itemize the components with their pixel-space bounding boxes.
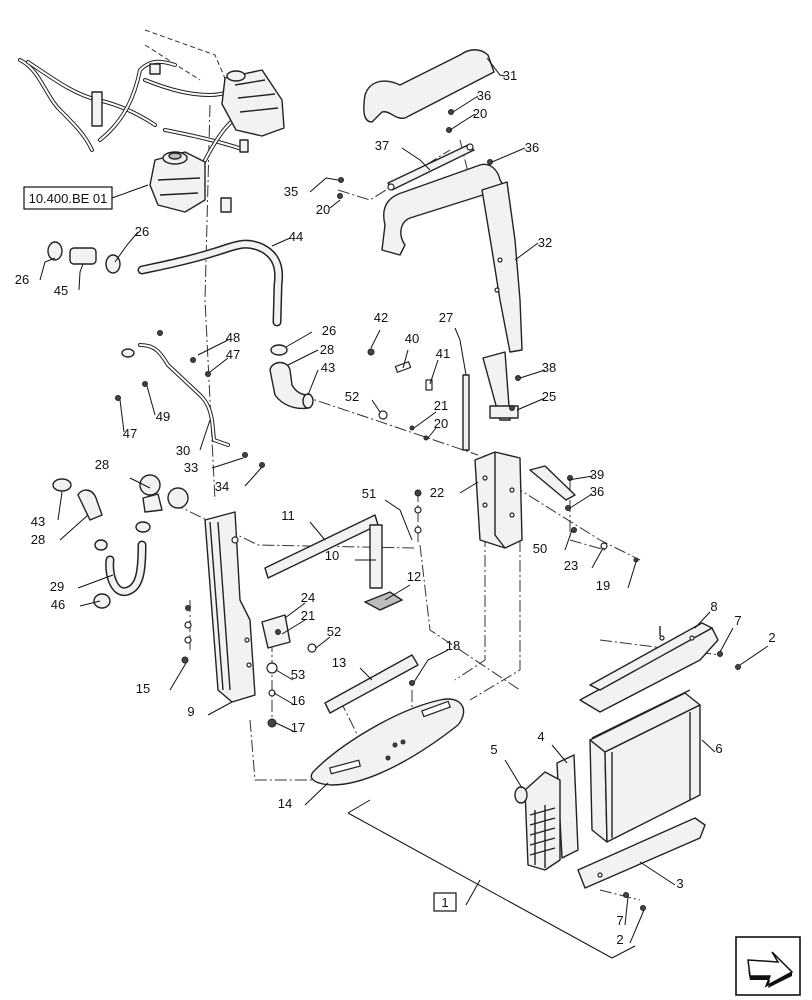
callout-c7b: 7 <box>616 913 623 928</box>
part-14-base-plate <box>310 698 465 786</box>
part-10-post <box>369 524 383 589</box>
callout-c26a: 26 <box>135 224 149 239</box>
callout-c32: 32 <box>538 235 552 250</box>
assembly-number-label: 1 <box>441 895 448 910</box>
callout-c47a: 47 <box>226 347 240 362</box>
callout-c47b: 47 <box>123 426 137 441</box>
callout-c38: 38 <box>542 360 556 375</box>
callout-c14: 14 <box>278 796 292 811</box>
callout-c16: 16 <box>291 693 305 708</box>
callout-c43a: 43 <box>321 360 335 375</box>
callout-c24: 24 <box>301 590 315 605</box>
callout-c9: 9 <box>187 704 194 719</box>
reference-box[interactable]: 10.400.BE 01 <box>23 186 113 210</box>
callout-c21a: 21 <box>434 398 448 413</box>
callout-c50: 50 <box>533 541 547 556</box>
callout-c17: 17 <box>291 720 305 735</box>
callout-c28b: 28 <box>95 457 109 472</box>
callout-c21b: 21 <box>301 608 315 623</box>
callout-c20a: 20 <box>473 106 487 121</box>
callout-c19: 19 <box>596 578 610 593</box>
callout-c22: 22 <box>430 485 444 500</box>
left-hose-set <box>52 474 189 609</box>
part-22-upright-bracket <box>474 351 523 549</box>
callout-c3: 3 <box>676 876 683 891</box>
callout-c30: 30 <box>176 443 190 458</box>
callout-c2a: 2 <box>768 630 775 645</box>
callout-c37: 37 <box>375 138 389 153</box>
callout-c53: 53 <box>291 667 305 682</box>
callout-c4: 4 <box>537 729 544 744</box>
callout-c20b: 20 <box>316 202 330 217</box>
callout-c10: 10 <box>325 548 339 563</box>
callout-c11: 11 <box>281 508 295 523</box>
callout-c52b: 52 <box>327 624 341 639</box>
part-30-bypass-tube <box>121 343 230 447</box>
part-9-side-panel <box>204 511 256 703</box>
part-32-support-frame <box>381 163 523 353</box>
part-11-bar <box>264 514 379 579</box>
callout-c34: 34 <box>215 479 229 494</box>
callout-c36b: 36 <box>525 140 539 155</box>
callout-c36c: 36 <box>590 484 604 499</box>
callout-c48: 48 <box>226 330 240 345</box>
callout-c33: 33 <box>184 460 198 475</box>
callout-c6: 6 <box>715 741 722 756</box>
part-45-hose-connector <box>47 241 121 274</box>
callout-c42: 42 <box>374 310 388 325</box>
callout-c26c: 26 <box>322 323 336 338</box>
part-13-bar <box>324 654 419 714</box>
callout-c29: 29 <box>50 579 64 594</box>
callout-c40: 40 <box>405 331 419 346</box>
callout-c41: 41 <box>436 346 450 361</box>
callout-c7a: 7 <box>734 613 741 628</box>
callout-c31: 31 <box>503 68 517 83</box>
callout-c2b: 2 <box>616 932 623 947</box>
part-37-strap <box>387 143 475 191</box>
reference-label: 10.400.BE 01 <box>29 191 108 206</box>
part-39-link <box>529 465 576 501</box>
part-6-cooler-core <box>589 689 701 843</box>
part-3-lower-rail <box>577 817 706 889</box>
callout-c28c: 28 <box>31 532 45 547</box>
part-31-top-cover <box>363 49 495 123</box>
callout-c39: 39 <box>590 467 604 482</box>
callout-c20c: 20 <box>434 416 448 431</box>
part-27-rod <box>462 374 470 451</box>
callout-c45: 45 <box>54 283 68 298</box>
callout-c25: 25 <box>542 389 556 404</box>
coolant-reservoir-assembly <box>18 29 285 213</box>
callout-c46: 46 <box>51 597 65 612</box>
callout-c35: 35 <box>284 184 298 199</box>
callout-c26b: 26 <box>15 272 29 287</box>
callout-c18: 18 <box>446 638 460 653</box>
part-44-upper-hose <box>137 239 284 327</box>
callout-c27: 27 <box>439 310 453 325</box>
navigation-arrow-icon[interactable] <box>735 936 801 996</box>
callout-c5: 5 <box>490 742 497 757</box>
callout-c43b: 43 <box>31 514 45 529</box>
leader-lines <box>39 57 769 944</box>
assembly-bracket-1 <box>347 799 636 959</box>
part-8-upper-rail <box>579 622 719 713</box>
callout-c52a: 52 <box>345 389 359 404</box>
center-elbow-hose <box>269 344 314 410</box>
callout-c13: 13 <box>332 655 346 670</box>
callout-c51: 51 <box>362 486 376 501</box>
callout-c44: 44 <box>289 229 303 244</box>
part-12-pad <box>363 591 404 611</box>
callout-c12: 12 <box>407 569 421 584</box>
callout-c8: 8 <box>710 599 717 614</box>
assembly-number-box: 1 <box>433 892 457 912</box>
callout-c28a: 28 <box>320 342 334 357</box>
part-5-module <box>514 771 561 871</box>
callout-c15: 15 <box>136 681 150 696</box>
callout-c36a: 36 <box>477 88 491 103</box>
callout-c49: 49 <box>156 409 170 424</box>
callout-c23: 23 <box>564 558 578 573</box>
